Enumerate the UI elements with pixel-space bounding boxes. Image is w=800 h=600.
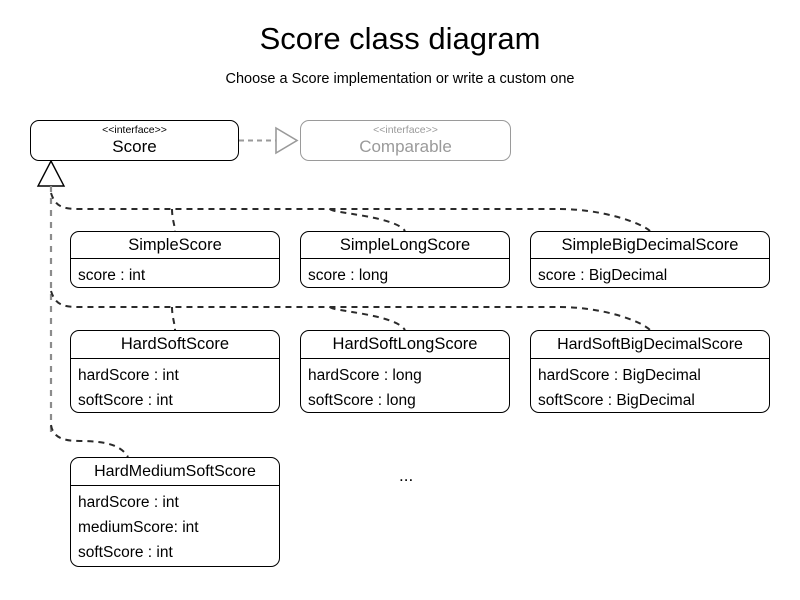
generalization-triangle-icon (36, 159, 66, 187)
branch-row-3 (50, 424, 129, 458)
branch-row-2 (50, 290, 651, 331)
class-attribute: softScore : int (78, 392, 173, 409)
interface-name: Score (112, 137, 157, 156)
interface-box-score[interactable]: <<interface>> Score (30, 120, 239, 161)
class-attributes: hardScore : int softScore : int (71, 359, 279, 412)
more-implementations-note: ... (399, 466, 414, 485)
class-attribute: softScore : BigDecimal (538, 392, 695, 409)
class-attributes: score : BigDecimal (531, 259, 769, 287)
class-box-simple-long-score[interactable]: SimpleLongScore score : long (300, 231, 510, 288)
page-subtitle: Choose a Score implementation or write a… (225, 71, 575, 87)
class-name: HardMediumSoftScore (71, 458, 279, 486)
class-attribute: hardScore : long (308, 367, 422, 384)
class-attributes: score : int (71, 259, 279, 287)
class-name: SimpleScore (71, 232, 279, 259)
class-name: SimpleLongScore (301, 232, 509, 259)
class-attributes: hardScore : long softScore : long (301, 359, 509, 412)
branch-row-1 (50, 192, 651, 232)
interface-box-comparable[interactable]: <<interface>> Comparable (300, 120, 511, 161)
hollow-triangle-arrowhead-icon (275, 126, 299, 155)
page-title: Score class diagram (259, 21, 541, 56)
class-attribute: score : BigDecimal (538, 267, 668, 284)
class-box-simple-score[interactable]: SimpleScore score : int (70, 231, 280, 288)
class-name: SimpleBigDecimalScore (531, 232, 769, 259)
class-attribute: hardScore : int (78, 367, 179, 384)
class-box-hard-soft-score[interactable]: HardSoftScore hardScore : int softScore … (70, 330, 280, 413)
class-name: HardSoftBigDecimalScore (531, 331, 769, 359)
class-attribute: score : long (308, 267, 389, 284)
class-attribute: hardScore : BigDecimal (538, 367, 701, 384)
class-box-hard-medium-soft-score[interactable]: HardMediumSoftScore hardScore : int medi… (70, 457, 280, 567)
interface-name: Comparable (359, 137, 452, 156)
class-attributes: score : long (301, 259, 509, 287)
class-name: HardSoftLongScore (301, 331, 509, 359)
class-attribute: mediumScore: int (78, 519, 199, 536)
class-name: HardSoftScore (71, 331, 279, 359)
class-attribute: hardScore : int (78, 494, 179, 511)
class-attribute: softScore : long (308, 392, 416, 409)
class-attributes: hardScore : BigDecimal softScore : BigDe… (531, 359, 769, 412)
interface-stereotype: <<interface>> (373, 124, 438, 136)
class-attribute: score : int (78, 267, 146, 284)
interface-stereotype: <<interface>> (102, 124, 167, 136)
class-attribute: softScore : int (78, 544, 173, 561)
class-box-hard-soft-big-decimal-score[interactable]: HardSoftBigDecimalScore hardScore : BigD… (530, 330, 770, 413)
edge-score-realizes-comparable (239, 126, 299, 155)
class-box-hard-soft-long-score[interactable]: HardSoftLongScore hardScore : long softS… (300, 330, 510, 413)
class-box-simple-big-decimal-score[interactable]: SimpleBigDecimalScore score : BigDecimal (530, 231, 770, 288)
class-attributes: hardScore : int mediumScore: int softSco… (71, 486, 279, 565)
